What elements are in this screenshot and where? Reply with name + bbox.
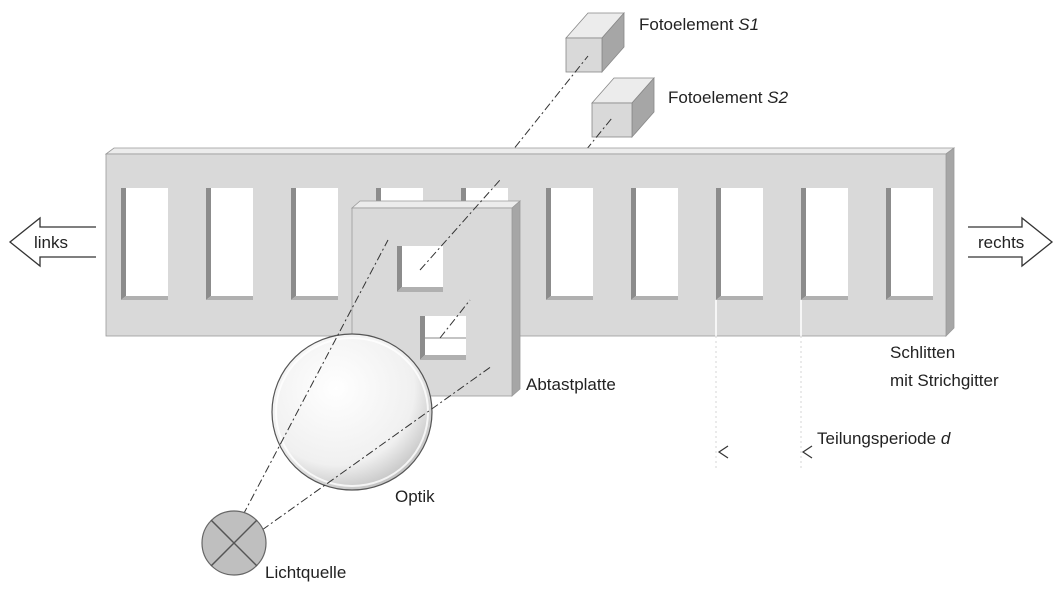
beam-line-s1-mid <box>419 179 501 271</box>
light-source-icon <box>201 510 267 576</box>
label-lichtquelle: Lichtquelle <box>265 563 346 582</box>
period-markers <box>715 300 813 470</box>
right-arrow <box>968 216 1054 268</box>
photoelement-s2 <box>591 76 655 139</box>
slot <box>631 188 678 300</box>
photoelement-s1 <box>565 11 625 74</box>
label-schlitten-line1: Schlitten <box>890 343 955 362</box>
label-optik: Optik <box>395 487 435 506</box>
label-schlitten-line2: mit Strichgitter <box>890 371 999 390</box>
slot <box>121 188 168 300</box>
slot <box>801 188 848 300</box>
label-teilungsperiode: Teilungsperiode d <box>817 429 951 448</box>
lens <box>271 333 433 491</box>
label-abtastplatte: Abtastplatte <box>526 375 616 394</box>
slot <box>206 188 253 300</box>
slot <box>716 188 763 300</box>
left-arrow <box>8 216 96 268</box>
slot <box>291 188 338 300</box>
beam-line-s1-top <box>504 55 589 161</box>
beam-line-left <box>242 239 389 516</box>
slot <box>546 188 593 300</box>
beam-line-s2-top <box>585 117 613 151</box>
slot <box>886 188 933 300</box>
label-fotoelement-s2: Fotoelement S2 <box>668 88 789 107</box>
label-rechts: rechts <box>978 233 1024 252</box>
label-fotoelement-s1: Fotoelement S1 <box>639 15 759 34</box>
label-links: links <box>34 233 68 252</box>
beam-line-right <box>261 365 493 531</box>
